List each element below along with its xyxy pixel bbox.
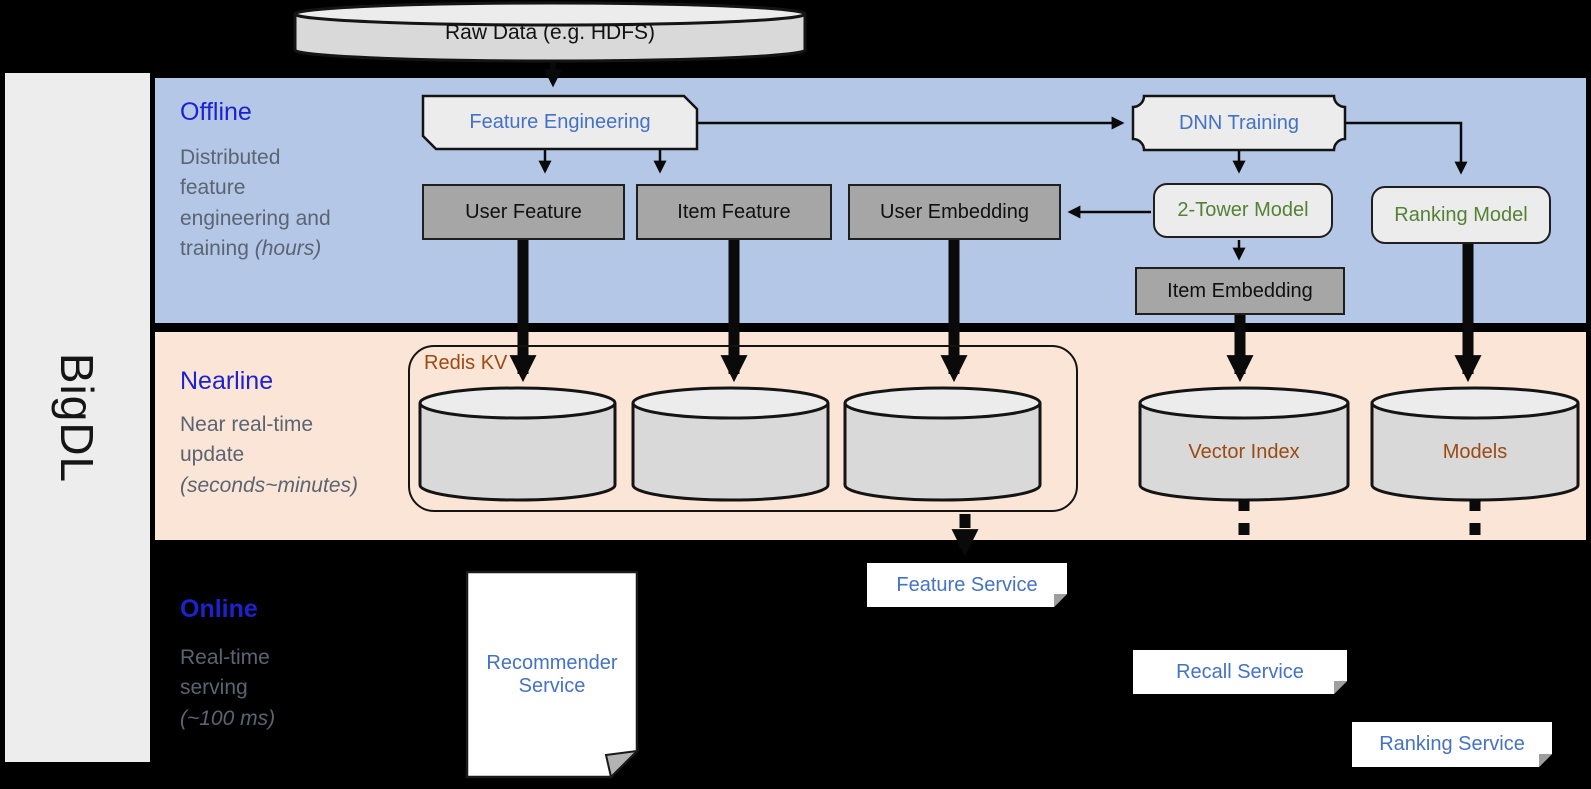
online-section-label: Online xyxy=(180,594,258,623)
item-feature-box: Item Feature xyxy=(636,184,832,240)
feature-service-box: Feature Service xyxy=(867,563,1067,607)
ranking-service-label: Ranking Service xyxy=(1379,733,1525,755)
ranking-model-box: Ranking Model xyxy=(1371,186,1551,244)
nearline-section-description: Near real-time update (seconds~minutes) xyxy=(180,410,362,501)
ranking-service-box: Ranking Service xyxy=(1352,722,1552,767)
online-desc-italic: (~100 ms) xyxy=(180,706,276,730)
user-embedding-box: User Embedding xyxy=(848,184,1061,240)
recall-service-label: Recall Service xyxy=(1176,660,1304,683)
offline-section-label: Offline xyxy=(180,97,252,126)
redis-kv-container xyxy=(408,345,1078,512)
dnn-training-label: DNN Training xyxy=(1178,111,1300,134)
online-desc-text: Real-time serving xyxy=(180,646,270,700)
models-label: Models xyxy=(1442,440,1508,463)
feature-engineering-label: Feature Engineering xyxy=(469,111,651,133)
recommender-service-label: Recommender Service xyxy=(486,651,618,697)
recall-service-box: Recall Service xyxy=(1133,650,1347,694)
redis-kv-label: Redis KV xyxy=(424,352,508,374)
item-embedding-box: Item Embedding xyxy=(1135,267,1345,315)
two-tower-model-box: 2-Tower Model xyxy=(1153,183,1333,238)
offline-section-description: Distributed feature engineering and trai… xyxy=(180,143,335,265)
raw-data-label: Raw Data (e.g. HDFS) xyxy=(444,21,656,44)
nearline-section-label: Nearline xyxy=(180,366,274,395)
bigdl-sidebar: BigDL xyxy=(5,73,150,762)
feature-service-label: Feature Service xyxy=(896,573,1038,596)
bigdl-logo-text: BigDL xyxy=(51,352,104,483)
nearline-desc-italic: (seconds~minutes) xyxy=(180,473,358,497)
user-feature-box: User Feature xyxy=(422,184,625,240)
offline-desc-text: Distributed feature engineering and trai… xyxy=(180,146,331,261)
offline-desc-italic: (hours) xyxy=(254,237,322,261)
vector-index-label: Vector Index xyxy=(1188,440,1300,463)
online-section-description: Real-time serving (~100 ms) xyxy=(180,643,300,734)
nearline-desc-text: Near real-time update xyxy=(180,413,314,467)
